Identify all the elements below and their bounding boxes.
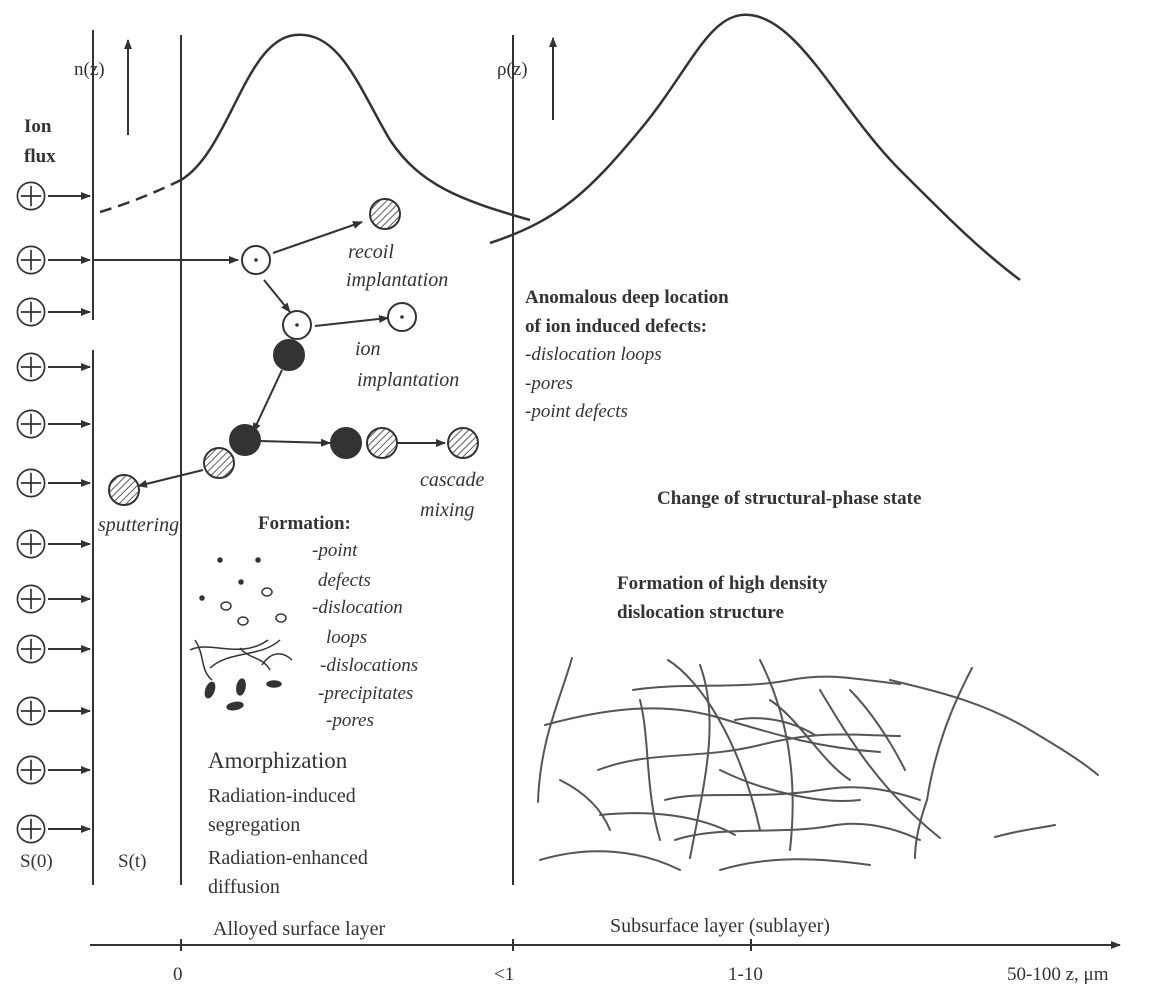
trajectory-line [252,369,283,433]
diffusion-label-2: diffusion [208,876,280,898]
segregation-label-2: segregation [208,814,300,836]
ion-implantation-label-1: ion [355,338,381,360]
anomalous-item: -dislocation loops [525,344,662,365]
interstitial-atom [241,245,271,275]
ion-symbol [16,529,91,559]
s0-label: S(0) [20,851,53,872]
st-label: S(t) [118,851,147,872]
hatched-atom [203,447,235,479]
ion-symbol [16,181,91,211]
high-density-label-2: dislocation structure [617,602,784,623]
ion-symbol [16,245,91,275]
anomalous-item: -pores [525,373,573,394]
solid-atom [330,427,362,459]
ion-symbol [16,755,91,785]
z-axis-ticks [180,939,752,951]
anomalous-item: -point defects [525,401,628,422]
interstitial-atom [282,310,312,340]
ion-symbol [16,352,91,382]
n-profile-curve [180,33,531,222]
ion-implantation-label-2: implantation [357,369,459,391]
rho-profile-curve [489,13,1021,281]
formation-item: defects [318,570,371,591]
high-density-label-1: Formation of high density [617,573,828,594]
subsurface-layer-label: Subsurface layer (sublayer) [610,915,830,937]
n-axis-label: n(z) [74,59,105,80]
rho-axis-label: ρ(z) [497,59,528,80]
trajectory-line [314,315,389,327]
diffusion-label-1: Radiation-enhanced [208,847,368,869]
defect-sketches [189,557,293,711]
ion-flux-column [16,181,91,844]
alloyed-layer-label: Alloyed surface layer [213,918,385,940]
solid-atom [229,424,261,456]
amorphization-label: Amorphization [208,748,348,773]
trajectory-line [272,221,363,254]
ion-symbol [16,696,91,726]
n-profile-dashed [99,178,182,214]
anomalous-title-2: of ion induced defects: [525,316,707,337]
hatched-atom [447,427,479,459]
z-tick-label: 0 [173,964,183,985]
trajectory-line [259,438,331,447]
ion-flux-label-line2: flux [24,146,56,167]
z-tick-label: 1-10 [728,964,763,985]
change-state-label: Change of structural-phase state [657,488,921,509]
ion-symbol [16,584,91,614]
cascade-trajectories [93,221,446,488]
ion-symbol [16,409,91,439]
anomalous-title-1: Anomalous deep location [525,287,729,308]
interstitial-atom [387,302,417,332]
formation-item: -pores [326,710,374,731]
cascade-particles [108,198,479,506]
recoil-implantation-label-1: recoil [348,241,394,263]
boundary-lines [92,30,514,885]
hatched-atom [369,198,401,230]
hatched-atom [108,474,140,506]
cascade-mixing-label-1: cascade [420,469,485,491]
cascade-mixing-label-2: mixing [420,499,474,521]
z-axis-unit-label: 50-100 z, μm [1007,964,1109,985]
ion-symbol [16,634,91,664]
formation-item: -dislocation [312,597,403,618]
formation-item: -point [312,540,358,561]
trajectory-line [137,469,204,488]
z-tick-label: <1 [494,964,514,985]
ion-symbol [16,297,91,327]
formation-item: -dislocations [320,655,418,676]
solid-atom [273,339,305,371]
dislocation-network [537,657,1099,871]
ion-flux-label-line1: Ion [24,116,52,137]
ion-symbol [16,468,91,498]
sputtering-label: sputtering [98,514,179,536]
formation-item: loops [326,627,367,648]
formation-title: Formation: [258,513,351,534]
ion-symbol [16,814,91,844]
segregation-label-1: Radiation-induced [208,785,356,807]
recoil-implantation-label-2: implantation [346,269,448,291]
hatched-atom [366,427,398,459]
trajectory-line [263,279,291,313]
formation-item: -precipitates [318,683,413,704]
